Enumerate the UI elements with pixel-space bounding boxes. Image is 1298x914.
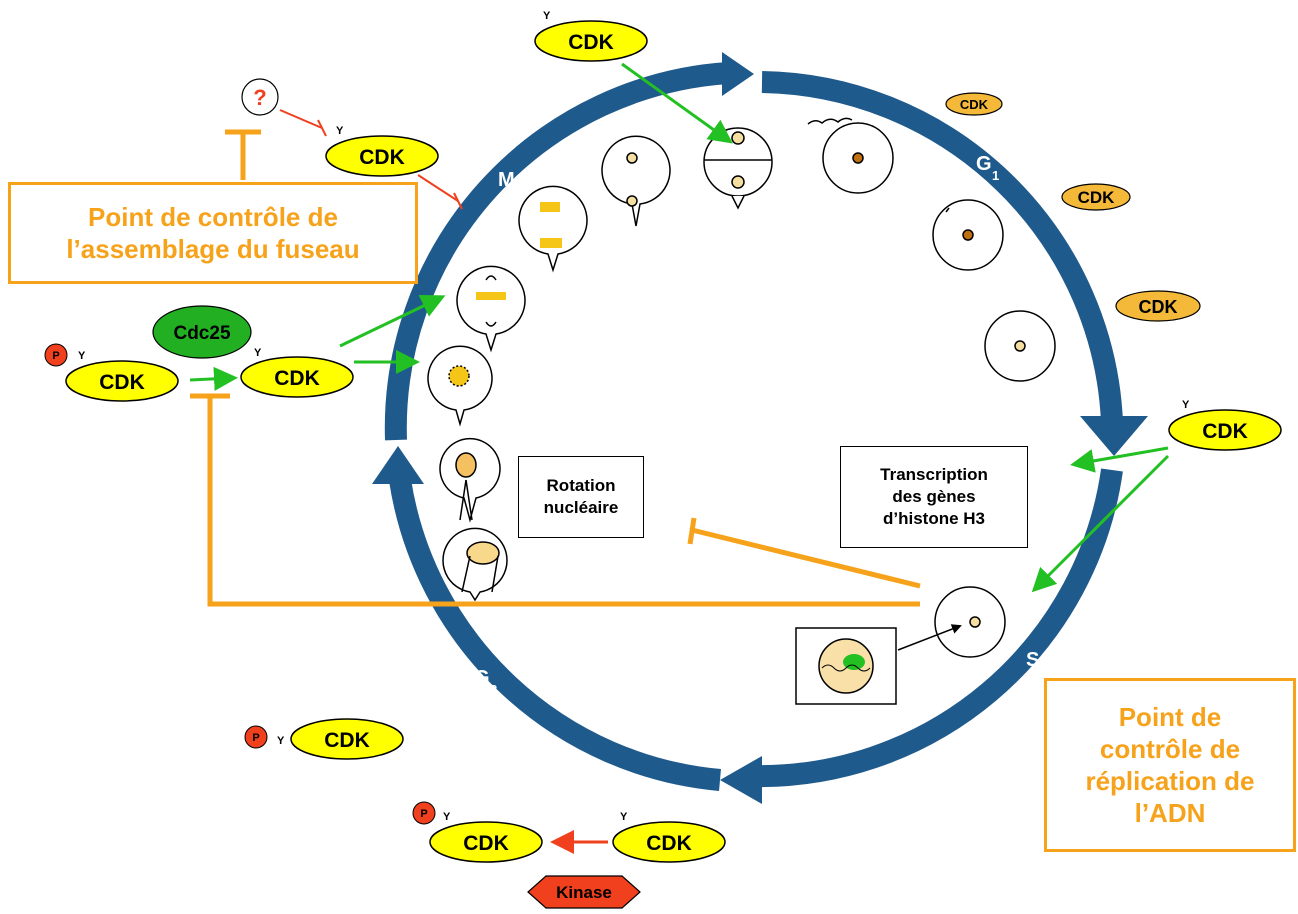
cdk-active-left: CDK Y — [240, 347, 354, 398]
svg-text:CDK: CDK — [99, 371, 145, 394]
cell-g2-a — [439, 437, 501, 523]
histone-transcription-line1: Transcription — [880, 465, 988, 484]
phospho-badge-left: P — [44, 343, 68, 367]
svg-text:CDK: CDK — [463, 832, 509, 855]
svg-text:P: P — [52, 350, 59, 362]
svg-text:Y: Y — [443, 811, 451, 823]
svg-text:Y: Y — [620, 811, 628, 823]
svg-text:CDK: CDK — [646, 832, 692, 855]
cell-s — [934, 586, 1006, 658]
replication-checkpoint-line2: contrôle de — [1099, 734, 1241, 764]
cell-m-a — [601, 135, 671, 227]
svg-text:Y: Y — [78, 350, 86, 362]
svg-text:?: ? — [253, 85, 266, 110]
red-links — [279, 109, 608, 854]
phase-g2-label: G — [474, 667, 490, 689]
svg-text:CDK: CDK — [1202, 420, 1248, 443]
svg-text:P: P — [252, 732, 259, 744]
green-arrows — [189, 62, 1170, 593]
spindle-checkpoint-line2: l’assemblage du fuseau — [66, 234, 360, 264]
checkpoint-lines — [190, 129, 921, 607]
svg-text:CDK: CDK — [274, 367, 320, 390]
replication-checkpoint-line4: l’ADN — [1134, 798, 1206, 828]
svg-text:Y: Y — [254, 347, 262, 359]
cdk-spindle: CDK Y — [325, 125, 439, 177]
replication-checkpoint-line3: réplication de — [1085, 766, 1255, 796]
histone-transcription-box: Transcription des gènes d’histone H3 — [840, 446, 1028, 548]
replication-checkpoint-line1: Point de — [1118, 702, 1222, 732]
svg-text:Y: Y — [543, 10, 551, 22]
cells — [427, 117, 1056, 658]
phase-s-label: S — [1026, 649, 1039, 671]
histone-transcription-line3: d’histone H3 — [882, 509, 985, 528]
svg-text:CDK: CDK — [324, 729, 370, 752]
cell-g1-c — [984, 310, 1056, 382]
cdk-bottom-phospho: CDK Y — [429, 811, 543, 863]
unknown-regulator: ? — [241, 78, 279, 116]
svg-text:CDK: CDK — [359, 146, 405, 169]
kinase: Kinase — [527, 875, 641, 909]
cell-g1-b — [932, 199, 1004, 271]
nuclear-rotation-line2: nucléaire — [543, 498, 619, 517]
svg-text:P: P — [420, 808, 427, 820]
cdk-g2: CDK Y — [277, 718, 404, 760]
histone-transcription-line2: des gènes — [892, 487, 976, 506]
phospho-badge-bottom: P — [412, 801, 436, 825]
cdk-bottom: CDK Y — [612, 811, 726, 863]
nuclear-rotation-box: Rotation nucléaire — [518, 456, 644, 538]
phase-g1-label: G — [976, 153, 992, 175]
cdk-right: CDK Y — [1168, 399, 1282, 451]
cdk-g1-small-b: CDK — [1061, 183, 1131, 211]
spindle-checkpoint-box: Point de contrôle de l’assemblage du fus… — [8, 182, 418, 284]
svg-text:Y: Y — [1182, 399, 1190, 411]
svg-text:Kinase: Kinase — [556, 883, 612, 902]
spindle-checkpoint-line1: Point de contrôle de — [88, 202, 338, 232]
svg-text:Y: Y — [336, 125, 344, 137]
cdk-g1-small-a: CDK — [945, 92, 1003, 116]
nuclear-rotation-line1: Rotation — [546, 476, 616, 495]
replication-checkpoint-box: Point de contrôle de réplication de l’AD… — [1044, 678, 1296, 852]
cdk-g1-small-c: CDK — [1115, 290, 1201, 322]
svg-text:CDK: CDK — [1139, 297, 1178, 317]
cdc25: Cdc25 — [152, 305, 252, 359]
cell-g2-b — [442, 527, 508, 602]
cdk-phospho-left: CDK Y — [65, 350, 179, 402]
cell-m-c — [456, 265, 526, 353]
cell-g1-a-debris — [807, 117, 853, 125]
svg-text:CDK: CDK — [568, 31, 614, 54]
phase-m-label: M — [498, 169, 515, 191]
svg-text:CDK: CDK — [1078, 188, 1116, 207]
phase-g1-subscript: 1 — [992, 168, 999, 183]
svg-text:CDK: CDK — [960, 97, 989, 112]
cell-m-b — [518, 185, 588, 273]
s-inset — [795, 624, 962, 705]
cdk-top: CDK Y — [534, 10, 648, 62]
cell-m-d — [427, 345, 493, 427]
phospho-badge-g2: P — [244, 725, 268, 749]
cell-septation — [703, 127, 773, 210]
cycle-ring — [372, 52, 1148, 804]
phase-g2-subscript: 2 — [490, 682, 497, 697]
svg-text:Y: Y — [277, 735, 285, 747]
svg-text:Cdc25: Cdc25 — [173, 323, 230, 344]
cell-g1-a — [822, 122, 894, 194]
